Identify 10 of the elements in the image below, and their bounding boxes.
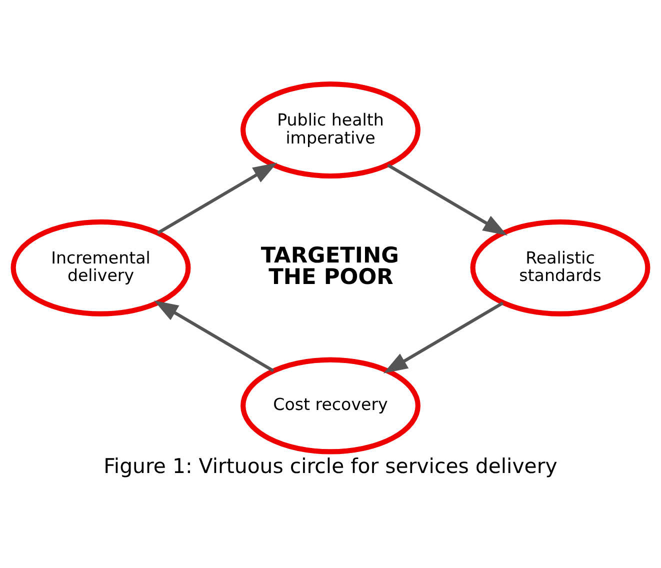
- arrow: [383, 301, 504, 373]
- node-ellipse: Public health imperative: [240, 81, 420, 178]
- node-ellipse: Incremental delivery: [10, 218, 191, 316]
- arrow: [157, 162, 278, 234]
- arrow: [387, 163, 508, 235]
- label: TARGETING THE POOR: [260, 242, 399, 290]
- node-ellipse: Realistic standards: [470, 218, 650, 316]
- arrow: [154, 300, 274, 372]
- caption: Figure 1: Virtuous circle for services delivery: [104, 454, 558, 478]
- node-ellipse: Cost recovery: [240, 356, 420, 454]
